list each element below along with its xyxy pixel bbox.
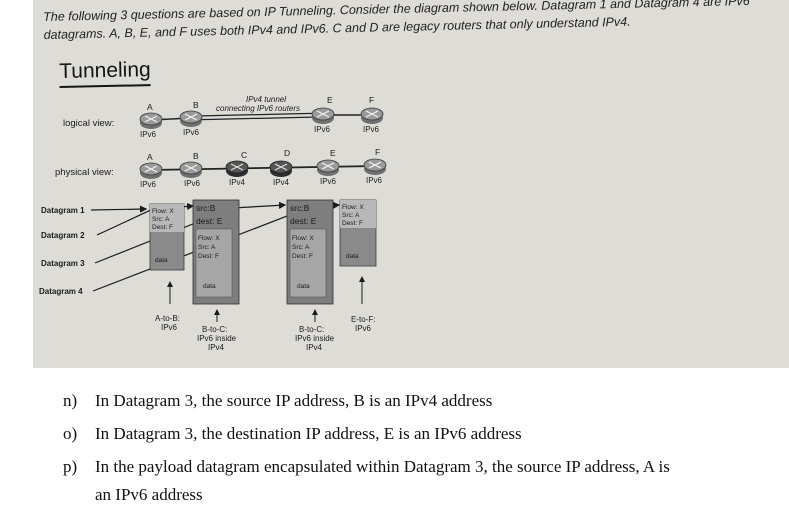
question-n-text: In Datagram 3, the source IP address, B … xyxy=(95,391,493,410)
logical-router-f: F IPv6 xyxy=(360,95,384,134)
question-p-letter: p) xyxy=(63,457,78,476)
packet-3-flow: Flow: X xyxy=(292,235,314,242)
packet-3-inner-src: Src: A xyxy=(292,244,310,251)
physical-router-a-name: A xyxy=(147,152,153,162)
packet-2-data: data xyxy=(203,283,216,290)
datagram-1-label: Datagram 1 xyxy=(41,206,85,215)
link-bc-label-3: IPv4 xyxy=(208,343,225,352)
packet-1: Flow: X Src: A Dest: F data xyxy=(149,203,185,271)
lecture-slide-photo: The following 3 questions are based on I… xyxy=(33,0,789,368)
physical-router-f-proto: IPv6 xyxy=(366,176,383,185)
logical-router-b: B IPv6 xyxy=(179,100,203,137)
physical-router-d: D IPv4 xyxy=(269,148,293,187)
logical-router-e-name: E xyxy=(327,95,333,105)
packet-4-src: Src: A xyxy=(342,212,360,219)
link-de-label-1: B-to-C: xyxy=(299,325,324,334)
link-ab-label-2: IPv6 xyxy=(161,323,178,332)
datagram-3-label: Datagram 3 xyxy=(41,259,85,268)
packet-3: src:B dest: E Flow: X Src: A Dest: F dat… xyxy=(286,199,334,305)
question-o-letter: o) xyxy=(63,424,78,443)
link-de-label-2: IPv6 inside xyxy=(295,334,335,343)
physical-router-c-name: C xyxy=(241,150,247,160)
question-p-text-continued: an IPv6 address xyxy=(95,485,203,504)
question-o-text: In Datagram 3, the destination IP addres… xyxy=(95,424,522,443)
packet-3-inner-dest: Dest: F xyxy=(292,253,313,260)
physical-router-a-proto: IPv6 xyxy=(140,180,157,189)
datagram-1-arrow xyxy=(90,205,148,213)
physical-router-b-name: B xyxy=(193,151,199,161)
packet-1-src: Src: A xyxy=(152,216,170,223)
link-bc-label-1: B-to-C: xyxy=(202,325,227,334)
packet-4-data: data xyxy=(346,253,359,260)
physical-router-f-name: F xyxy=(375,147,380,157)
physical-router-e: E IPv6 xyxy=(316,148,340,186)
packet-2: src:B dest: E Flow: X Src: A Dest: F dat… xyxy=(192,199,240,305)
packet-2-dest: dest: E xyxy=(196,216,223,226)
tunnel-label-1: IPv4 tunnel xyxy=(246,95,286,104)
packet-2-inner-dest: Dest: F xyxy=(198,253,219,260)
packet-4-flow: Flow: X xyxy=(342,204,364,211)
logical-router-a-proto: IPv6 xyxy=(140,130,157,139)
physical-router-d-name: D xyxy=(284,148,290,158)
packet-2-src: src:B xyxy=(196,203,216,213)
logical-router-a: A IPv6 xyxy=(139,102,163,139)
physical-view-label: physical view: xyxy=(55,167,114,178)
datagram-2-label: Datagram 2 xyxy=(41,231,85,240)
physical-router-c: C IPv4 xyxy=(225,150,249,187)
physical-router-e-name: E xyxy=(330,148,336,158)
link-ef-label-1: E-to-F: xyxy=(351,315,375,324)
packet-2-inner-src: Src: A xyxy=(198,244,216,251)
packet-1-flow: Flow: X xyxy=(152,208,174,215)
question-o: o) In Datagram 3, the destination IP add… xyxy=(63,423,783,445)
logical-router-f-proto: IPv6 xyxy=(363,125,380,134)
packet-3-src: src:B xyxy=(290,203,310,213)
physical-router-d-proto: IPv4 xyxy=(273,178,290,187)
question-p-text: In the payload datagram encapsulated wit… xyxy=(95,457,670,476)
datagram-4-label: Datagram 4 xyxy=(39,287,83,296)
physical-router-b: B IPv6 xyxy=(179,151,203,188)
question-n: n) In Datagram 3, the source IP address,… xyxy=(63,390,783,412)
logical-router-b-name: B xyxy=(193,100,199,110)
question-n-letter: n) xyxy=(63,391,78,410)
packet-3-dest: dest: E xyxy=(290,216,317,226)
logical-router-a-name: A xyxy=(147,102,153,112)
physical-router-b-proto: IPv6 xyxy=(184,179,201,188)
link-de-label-3: IPv4 xyxy=(306,343,323,352)
logical-router-f-name: F xyxy=(369,95,374,105)
physical-router-e-proto: IPv6 xyxy=(320,177,337,186)
packet-4: Flow: X Src: A Dest: F data xyxy=(339,199,377,267)
packet-2-flow: Flow: X xyxy=(198,235,220,242)
question-p: p) In the payload datagram encapsulated … xyxy=(63,456,783,512)
physical-router-c-proto: IPv4 xyxy=(229,178,246,187)
packet-1-data: data xyxy=(155,257,168,264)
tunnel-label-2: connecting IPv6 routers xyxy=(216,104,300,113)
physical-router-a: A IPv6 xyxy=(139,152,163,189)
packet-4-dest: Dest: F xyxy=(342,220,363,227)
link-ab-label-1: A-to-B: xyxy=(155,314,180,323)
logical-view-label: logical view: xyxy=(63,118,114,129)
logical-router-b-proto: IPv6 xyxy=(183,128,200,137)
link-ef-label-2: IPv6 xyxy=(355,324,372,333)
logical-router-e-proto: IPv6 xyxy=(314,125,331,134)
intro-text: The following 3 questions are based on I… xyxy=(43,0,750,42)
datagram-3-arrow xyxy=(94,201,287,264)
physical-router-f: F IPv6 xyxy=(363,147,387,185)
tunneling-diagram: logical view: IPv4 tunnel connecting IPv… xyxy=(39,95,387,352)
logical-router-e: E IPv6 xyxy=(311,95,335,134)
link-bc-label-2: IPv6 inside xyxy=(197,334,237,343)
packet-3-data: data xyxy=(297,283,310,290)
packet-1-dest: Dest: F xyxy=(152,224,173,231)
question-list: n) In Datagram 3, the source IP address,… xyxy=(63,390,783,523)
